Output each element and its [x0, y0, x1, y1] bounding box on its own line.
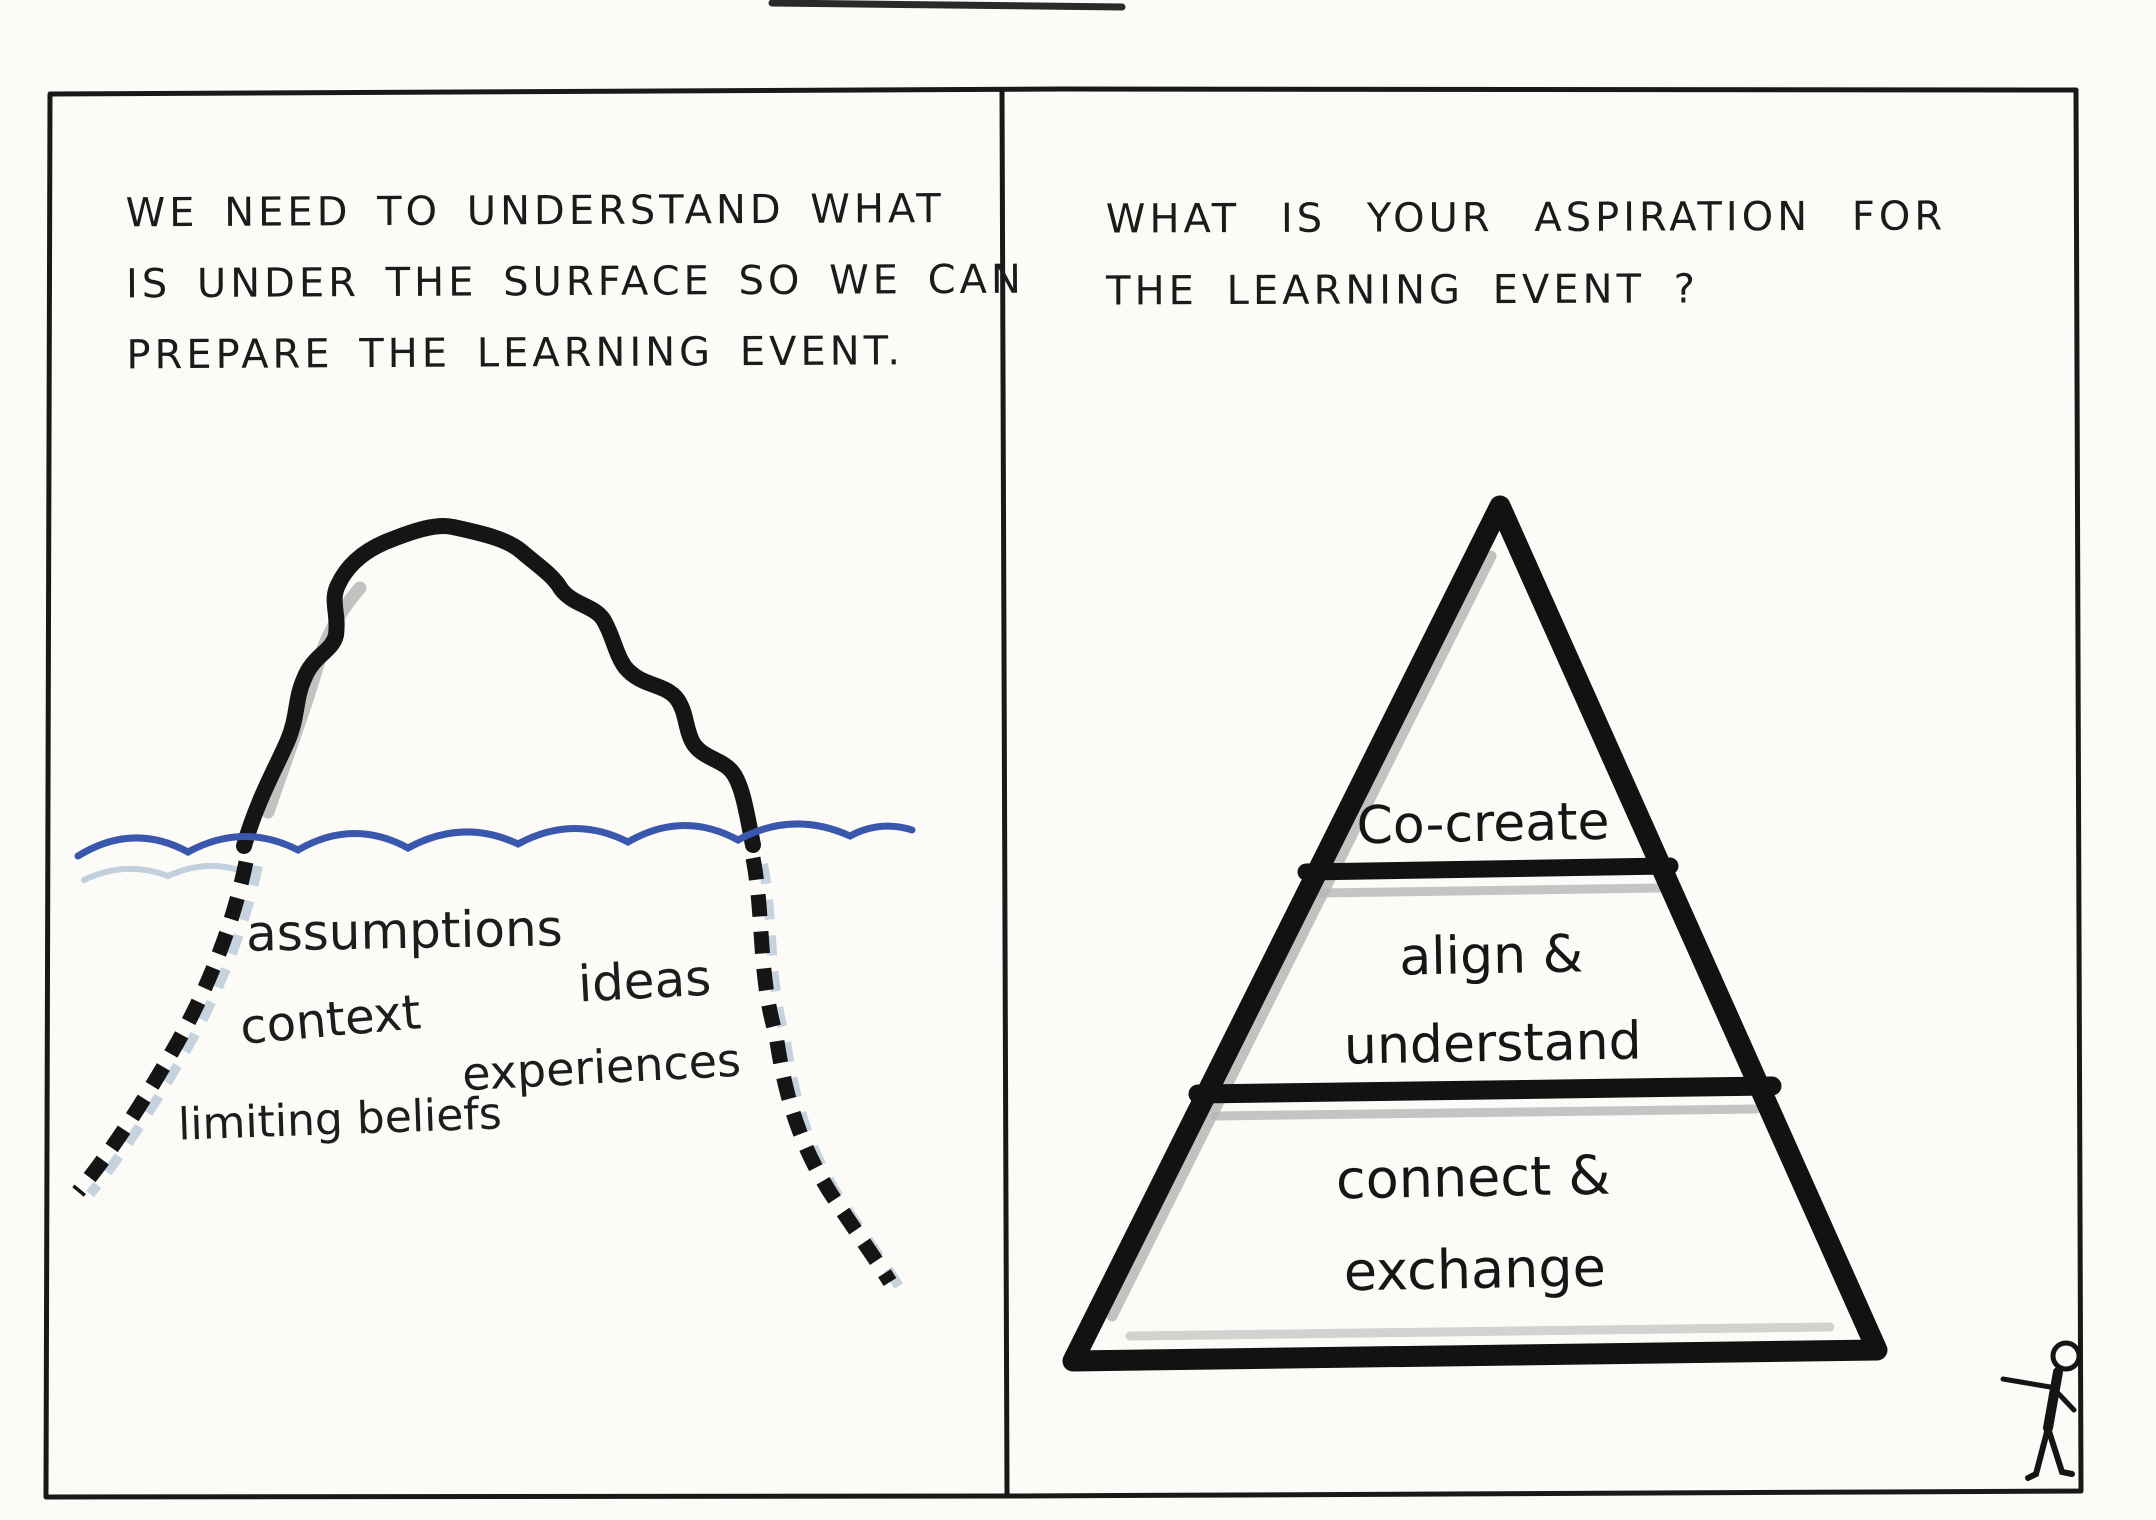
left-panel-heading: WE NEED TO UNDERSTAND WHAT IS UNDER THE … — [125, 174, 1026, 392]
pyramid-inner-shadow-base — [1125, 1322, 1835, 1341]
left-heading-line-1: WE NEED TO UNDERSTAND WHAT — [125, 186, 945, 237]
stick-figure — [2000, 1340, 2082, 1481]
pyramid-tier-divider-2 — [1188, 1076, 1782, 1104]
right-heading-line-1: WHAT IS YOUR ASPIRATION FOR — [1105, 193, 1947, 243]
stick-figure-right-leg — [2045, 1425, 2075, 1477]
right-dash-edge — [745, 856, 897, 1286]
pyramid-tier-top-line-1: Co-create — [1356, 791, 1610, 857]
left-heading-line-2: IS UNDER THE SURFACE SO WE CAN — [125, 256, 1026, 308]
underwater-label-assumptions: assumptions — [245, 899, 564, 963]
stick-figure-other-arm — [2054, 1389, 2077, 1413]
pyramid-tier-bottom-line-1: connect & — [1335, 1143, 1611, 1212]
pyramid-drawing — [1062, 495, 1888, 1372]
left-dash-edge — [72, 860, 254, 1197]
pyramid-tier-bottom-label: connect & exchange — [1335, 1130, 1613, 1319]
pyramid-outline — [1062, 495, 1888, 1372]
iceberg-underwater-dashed-edges — [72, 856, 905, 1291]
stick-figure-left-leg — [2025, 1425, 2051, 1481]
pyramid-inner-shadow-bar2 — [1210, 1104, 1761, 1121]
pyramid-tier-bottom-line-2: exchange — [1343, 1235, 1607, 1304]
water-line — [74, 820, 916, 883]
panel-frame — [43, 86, 2084, 1500]
pyramid-inner-shadow-left — [1106, 550, 1497, 1322]
iceberg-shading — [261, 581, 367, 819]
waterline-path — [74, 820, 916, 860]
pyramid-tier-top-label: Co-create — [1356, 792, 1610, 856]
frame-border — [43, 86, 2084, 1500]
stick-figure-pointing-arm — [2000, 1376, 2059, 1391]
right-panel-heading: WHAT IS YOUR ASPIRATION FOR THE LEARNING… — [1106, 181, 1947, 328]
iceberg-outline — [236, 518, 761, 854]
underwater-label-ideas: ideas — [576, 948, 713, 1014]
iceberg-drawing — [236, 518, 761, 854]
right-heading-line-2: THE LEARNING EVENT ? — [1106, 266, 1699, 315]
pyramid-tier-divider-1 — [1297, 857, 1679, 881]
pyramid-inner-shadow-bar1 — [1315, 883, 1665, 898]
pyramid-tier-middle-label: align & understand — [1342, 909, 1643, 1090]
left-heading-line-3: PREPARE THE LEARNING EVENT. — [126, 328, 905, 379]
stick-figure-head — [2050, 1340, 2082, 1372]
waterline-echo — [81, 862, 247, 883]
pyramid-tier-middle-line-1: align & — [1398, 924, 1584, 988]
pyramid-tier-middle-line-2: understand — [1343, 1011, 1643, 1077]
scan-artifact-mark — [768, 0, 1126, 11]
panel-divider-line — [999, 87, 1010, 1497]
stick-figure-torso — [2043, 1367, 2063, 1433]
left-dash-echo — [86, 864, 263, 1198]
right-dash-echo — [758, 863, 905, 1291]
